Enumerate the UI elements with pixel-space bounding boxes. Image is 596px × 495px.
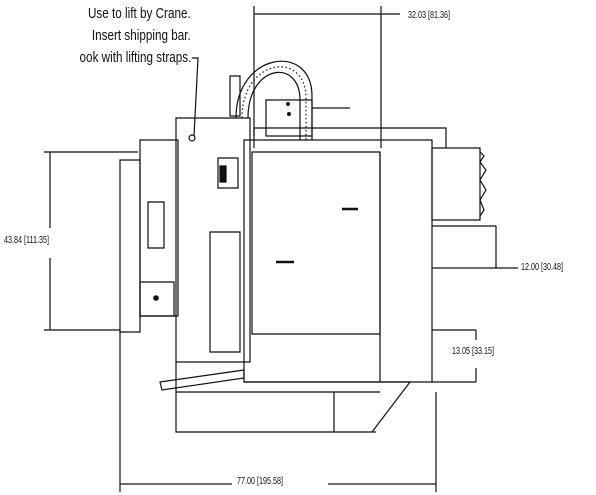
spindle-column (176, 118, 250, 362)
dimension-right-offset: 12.00 [30.48] (521, 262, 564, 273)
cable-hose (230, 61, 312, 140)
width-dimension-line (120, 330, 436, 492)
lifting-note-line-3: ook with lifting straps. (79, 49, 191, 66)
height-dimension-line (44, 152, 138, 330)
right-offset-dimension-line (432, 226, 518, 268)
dimension-top-width: 32.03 [81.36] (408, 10, 451, 21)
lifting-note-line-2: Insert shipping bar. (92, 27, 191, 44)
dimension-base-height: 13.05 [33.15] (452, 346, 495, 357)
top-dimension-line (254, 6, 400, 148)
dimension-overall-height: 43.84 [111.35] (4, 235, 49, 246)
machine-base (176, 362, 410, 432)
control-pendant (120, 140, 178, 332)
chip-tray (160, 370, 244, 390)
note-leader-line (192, 58, 198, 136)
top-box (266, 100, 350, 136)
top-bracket (254, 128, 446, 148)
electrical-cabinet (432, 148, 486, 220)
dimension-overall-width: 77.00 [195.58] (237, 476, 284, 487)
main-enclosure (244, 140, 432, 382)
base-height-dimension-line (432, 330, 476, 382)
lifting-note-line-1: Use to lift by Crane. (88, 5, 191, 22)
